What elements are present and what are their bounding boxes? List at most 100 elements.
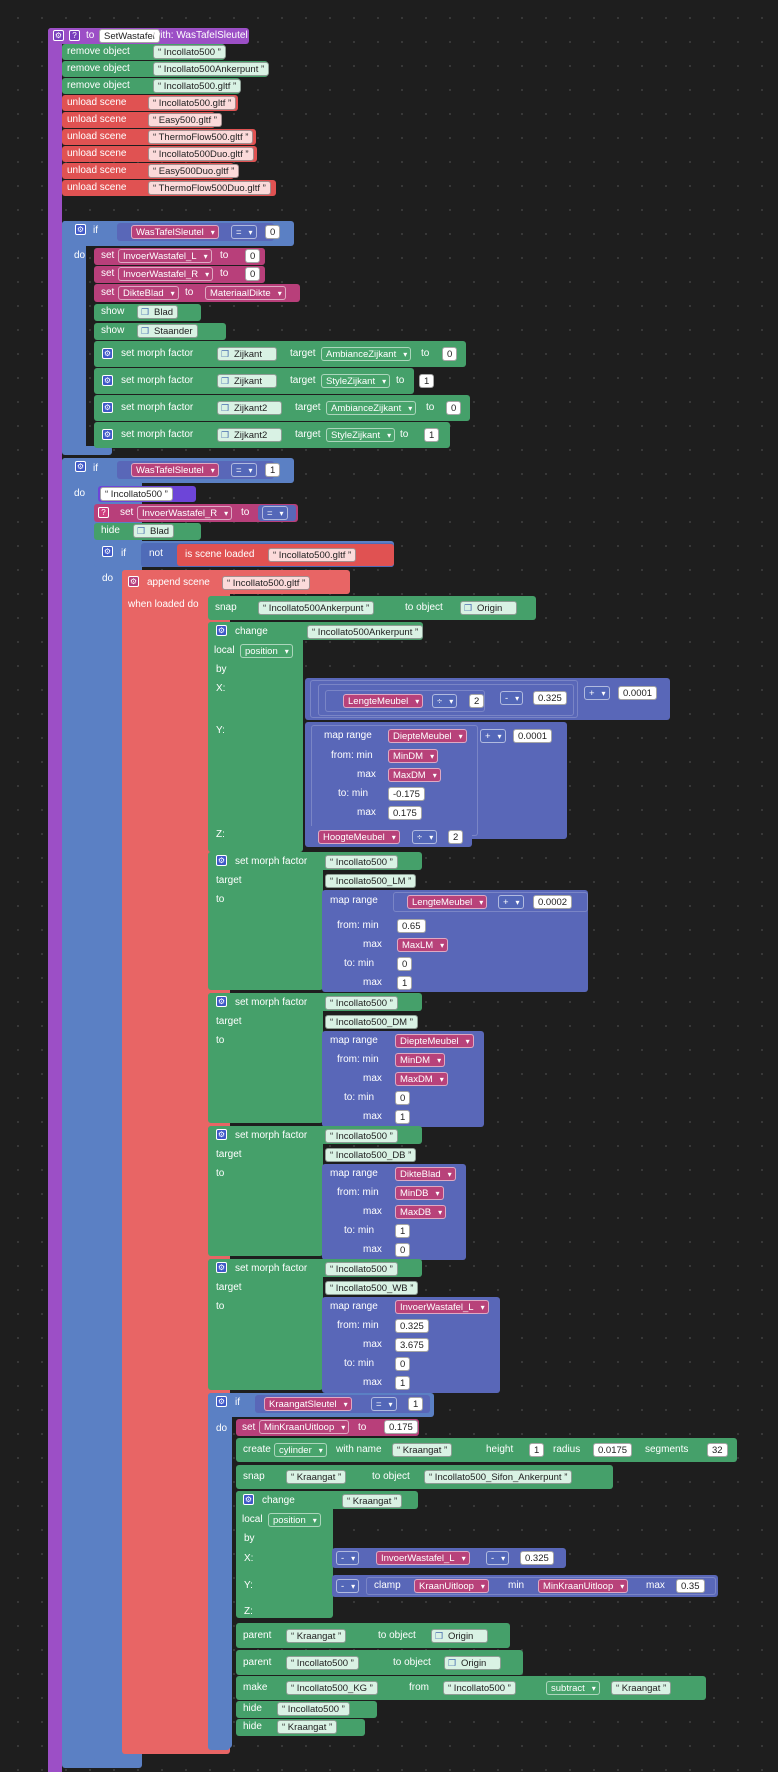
string-field[interactable]: “ Incollato500 ” bbox=[325, 1129, 398, 1143]
string-field[interactable]: “ Kraangat ” bbox=[342, 1494, 403, 1508]
operator-dropdown[interactable]: ÷ bbox=[412, 830, 438, 844]
variable-dropdown[interactable]: LengteMeubel bbox=[343, 694, 424, 708]
string-field[interactable]: “ Kraangat ” bbox=[286, 1470, 347, 1484]
object-field[interactable]: ❒Origin bbox=[431, 1629, 489, 1643]
set-morph-factor-block[interactable] bbox=[208, 852, 323, 990]
variable-dropdown[interactable]: LengteMeubel bbox=[407, 895, 488, 909]
number-field[interactable]: 0 bbox=[395, 1091, 411, 1105]
number-field[interactable]: 2 bbox=[448, 830, 464, 844]
string-field[interactable]: “ ThermoFlow500.gltf ” bbox=[148, 130, 254, 144]
string-field[interactable]: “ Incollato500.gltf ” bbox=[222, 576, 311, 590]
string-field[interactable]: “ Kraangat ” bbox=[277, 1720, 338, 1734]
string-field[interactable]: “ Easy500.gltf ” bbox=[148, 113, 222, 127]
operation-dropdown[interactable]: subtract bbox=[546, 1681, 600, 1695]
string-field[interactable]: “ Easy500Duo.gltf ” bbox=[148, 164, 240, 178]
string-field[interactable]: “ Incollato500Ankerpunt ” bbox=[307, 625, 424, 639]
gear-icon[interactable]: ⚙ bbox=[216, 625, 227, 636]
number-field[interactable]: 0 bbox=[395, 1357, 411, 1371]
gear-icon[interactable]: ⚙ bbox=[102, 546, 113, 557]
operator-dropdown[interactable]: + bbox=[498, 895, 524, 909]
object-field[interactable]: ❒Zijkant bbox=[217, 347, 277, 361]
morph-target-dropdown[interactable]: AmbianceZijkant bbox=[326, 401, 417, 415]
string-field[interactable]: “ Incollato500Ankerpunt ” bbox=[153, 62, 270, 76]
gear-icon[interactable]: ⚙ bbox=[102, 375, 113, 386]
gear-icon[interactable]: ⚙ bbox=[128, 576, 139, 587]
number-field[interactable]: 0 bbox=[395, 1243, 411, 1257]
variable-dropdown[interactable]: MaxDM bbox=[395, 1072, 448, 1086]
operator-dropdown[interactable]: = bbox=[371, 1397, 397, 1411]
variable-dropdown[interactable]: MinDM bbox=[395, 1053, 446, 1067]
object-field[interactable]: ❒Zijkant bbox=[217, 374, 277, 388]
number-field[interactable]: 1 bbox=[265, 463, 281, 477]
operator-dropdown[interactable]: - bbox=[336, 1551, 360, 1565]
object-field[interactable]: ❒Zijkant2 bbox=[217, 428, 283, 442]
number-field[interactable]: 0.0001 bbox=[618, 686, 658, 700]
number-field[interactable]: 1 bbox=[395, 1110, 411, 1124]
morph-target-dropdown[interactable]: StyleZijkant bbox=[326, 428, 396, 442]
operator-dropdown[interactable]: - bbox=[500, 691, 524, 705]
number-field[interactable]: 0 bbox=[265, 225, 281, 239]
number-field[interactable]: 1 bbox=[419, 374, 435, 388]
string-field[interactable]: “ Incollato500_Sifon_Ankerpunt ” bbox=[424, 1470, 573, 1484]
property-dropdown[interactable]: position bbox=[240, 644, 293, 658]
gear-icon[interactable]: ⚙ bbox=[216, 1262, 227, 1273]
number-field[interactable]: 0.325 bbox=[395, 1319, 429, 1333]
variable-dropdown[interactable]: DiepteMeubel bbox=[388, 729, 467, 743]
variable-dropdown[interactable]: WasTafelSleutel bbox=[131, 463, 219, 477]
operator-dropdown[interactable]: = bbox=[262, 506, 288, 520]
gear-icon[interactable]: ⚙ bbox=[216, 1129, 227, 1140]
variable-dropdown[interactable]: InvoerWastafel_L bbox=[395, 1300, 489, 1314]
string-field[interactable]: “ Kraangat ” bbox=[611, 1681, 672, 1695]
string-field[interactable]: “ Incollato500Ankerpunt ” bbox=[258, 601, 375, 615]
number-field[interactable]: 1 bbox=[397, 976, 413, 990]
object-field[interactable]: ❒Blad bbox=[133, 524, 175, 538]
object-field[interactable]: ❒Zijkant2 bbox=[217, 401, 283, 415]
variable-dropdown[interactable]: InvoerWastafel_R bbox=[118, 267, 214, 281]
number-field[interactable]: 0 bbox=[446, 401, 462, 415]
variable-dropdown[interactable]: WasTafelSleutel bbox=[131, 225, 219, 239]
gear-icon[interactable]: ⚙ bbox=[102, 348, 113, 359]
number-field[interactable]: 1 bbox=[395, 1224, 411, 1238]
number-field[interactable]: 3.675 bbox=[395, 1338, 429, 1352]
set-morph-factor-block[interactable] bbox=[208, 993, 323, 1123]
help-icon[interactable]: ? bbox=[69, 30, 80, 41]
number-field[interactable]: 0.0001 bbox=[513, 729, 553, 743]
gear-icon[interactable]: ⚙ bbox=[102, 402, 113, 413]
string-field[interactable]: “ Kraangat ” bbox=[392, 1443, 453, 1457]
morph-target-dropdown[interactable]: StyleZijkant bbox=[321, 374, 391, 388]
number-field[interactable]: 0.325 bbox=[520, 1551, 554, 1565]
string-field[interactable]: “ Incollato500 ” bbox=[277, 1702, 350, 1716]
variable-dropdown[interactable]: MaxDM bbox=[388, 768, 441, 782]
object-field[interactable]: ❒Blad bbox=[137, 305, 179, 319]
string-field[interactable]: “ Incollato500_LM ” bbox=[325, 874, 417, 888]
number-field[interactable]: 0.35 bbox=[676, 1579, 705, 1593]
operator-dropdown[interactable]: - bbox=[486, 1551, 510, 1565]
variable-dropdown[interactable]: DikteBlad bbox=[118, 286, 179, 300]
variable-dropdown[interactable]: InvoerWastafel_L bbox=[118, 249, 212, 263]
variable-dropdown[interactable]: MinKraanUitloop bbox=[538, 1579, 629, 1593]
string-field[interactable]: “ Incollato500Duo.gltf ” bbox=[148, 147, 254, 161]
variable-dropdown[interactable]: MinDM bbox=[388, 749, 439, 763]
string-field[interactable]: “ Incollato500 ” bbox=[325, 855, 398, 869]
number-field[interactable]: 0 bbox=[245, 249, 261, 263]
variable-dropdown[interactable]: DiepteMeubel bbox=[395, 1034, 474, 1048]
help-icon[interactable]: ? bbox=[98, 507, 109, 518]
variable-dropdown[interactable]: InvoerWastafel_R bbox=[137, 506, 233, 520]
number-field[interactable]: 2 bbox=[469, 694, 485, 708]
operator-dropdown[interactable]: + bbox=[480, 729, 506, 743]
string-field[interactable]: “ Incollato500.gltf ” bbox=[153, 79, 242, 93]
variable-dropdown[interactable]: MinDB bbox=[395, 1186, 444, 1200]
variable-dropdown[interactable]: DikteBlad bbox=[395, 1167, 456, 1181]
string-field[interactable]: “ Incollato500 ” bbox=[286, 1656, 359, 1670]
string-field[interactable]: “ Incollato500 ” bbox=[325, 996, 398, 1010]
gear-icon[interactable]: ⚙ bbox=[243, 1494, 254, 1505]
procedure-name-field[interactable]: SetWastafel bbox=[99, 29, 160, 43]
string-field[interactable]: “ Kraangat ” bbox=[286, 1629, 347, 1643]
set-morph-factor-block[interactable] bbox=[208, 1126, 323, 1256]
variable-dropdown[interactable]: MaxLM bbox=[397, 938, 449, 952]
variable-dropdown[interactable]: HoogteMeubel bbox=[318, 830, 400, 844]
gear-icon[interactable]: ⚙ bbox=[216, 996, 227, 1007]
variable-dropdown[interactable]: MinKraanUitloop bbox=[259, 1420, 350, 1434]
object-field[interactable]: ❒Origin bbox=[444, 1656, 502, 1670]
